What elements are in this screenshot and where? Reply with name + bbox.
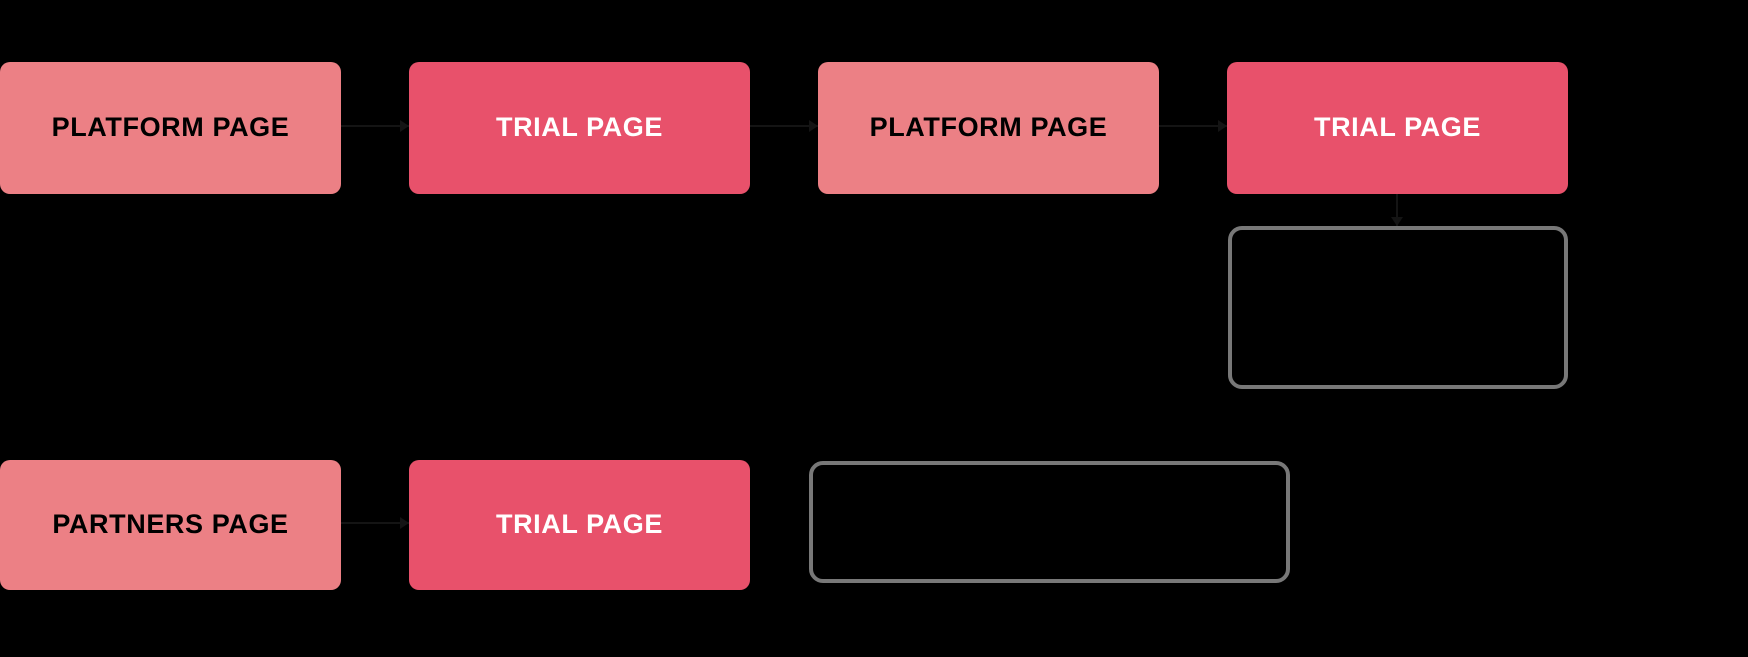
- flow-node-partners-page[interactable]: PARTNERS PAGE: [0, 460, 341, 590]
- connector-n4-to-p1: [1396, 194, 1398, 226]
- placeholder-box[interactable]: [1228, 226, 1568, 389]
- flow-node-label: PLATFORM PAGE: [51, 112, 290, 143]
- arrowhead-icon: [1218, 120, 1227, 132]
- flow-node-label: TRIAL PAGE: [495, 112, 663, 143]
- flow-node-trial-page[interactable]: TRIAL PAGE: [409, 62, 750, 194]
- placeholder-box[interactable]: [809, 461, 1290, 583]
- flow-node-trial-page[interactable]: TRIAL PAGE: [409, 460, 750, 590]
- connector-n3-to-n4: [1159, 125, 1227, 127]
- flow-node-label: PARTNERS PAGE: [52, 509, 289, 540]
- flow-node-platform-page[interactable]: PLATFORM PAGE: [0, 62, 341, 194]
- flow-node-label: TRIAL PAGE: [495, 509, 663, 540]
- flow-node-trial-page[interactable]: TRIAL PAGE: [1227, 62, 1568, 194]
- arrowhead-icon: [809, 120, 818, 132]
- flow-node-label: PLATFORM PAGE: [869, 112, 1108, 143]
- arrowhead-icon: [400, 517, 409, 529]
- flow-node-label: TRIAL PAGE: [1313, 112, 1481, 143]
- connector-n1-to-n2: [341, 125, 409, 127]
- connector-n2-to-n3: [750, 125, 818, 127]
- arrowhead-icon: [1391, 217, 1403, 226]
- flow-node-platform-page[interactable]: PLATFORM PAGE: [818, 62, 1159, 194]
- arrowhead-icon: [400, 120, 409, 132]
- connector-n5-to-n6: [341, 522, 409, 524]
